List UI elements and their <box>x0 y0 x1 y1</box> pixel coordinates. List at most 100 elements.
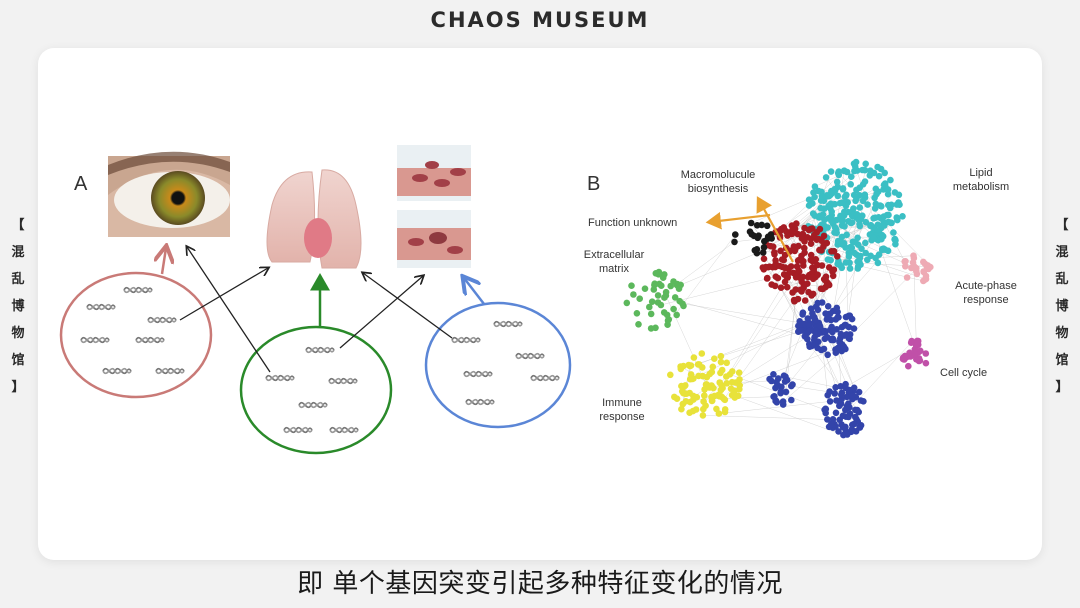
network-node <box>799 311 806 318</box>
blue-gene-group <box>424 301 572 429</box>
network-node <box>680 362 687 370</box>
network-node <box>843 431 851 438</box>
network-node <box>807 251 815 259</box>
network-node <box>913 267 920 275</box>
network-node <box>781 278 789 286</box>
network-node <box>633 310 641 317</box>
network-node <box>723 359 730 367</box>
network-node <box>730 392 737 399</box>
network-node <box>853 195 860 203</box>
network-node <box>796 274 804 281</box>
network-node <box>701 386 708 393</box>
network-node <box>828 217 835 225</box>
network-node <box>851 249 858 257</box>
network-node <box>840 343 848 351</box>
gene-effect-arrows <box>179 247 453 373</box>
network-node <box>673 311 680 319</box>
network-node <box>852 413 859 421</box>
macromolecule-arrow <box>756 196 794 263</box>
network-node <box>655 268 663 276</box>
network-node <box>728 378 736 386</box>
slide-card <box>38 48 1042 560</box>
network-node <box>825 264 833 271</box>
network-node <box>884 190 892 198</box>
network-node <box>830 248 838 255</box>
side-char: 物 <box>11 326 25 341</box>
dna-icon <box>493 320 523 328</box>
network-node <box>920 268 928 276</box>
network-edge <box>702 415 840 421</box>
network-node <box>837 212 844 220</box>
cluster-label-lipid-1: Lipid <box>969 167 992 179</box>
network-node <box>824 416 831 423</box>
network-node <box>848 426 856 433</box>
network-node <box>899 213 906 220</box>
network-node <box>891 235 899 243</box>
network-node <box>809 313 817 320</box>
network-node <box>771 393 778 400</box>
network-node <box>809 290 817 298</box>
network-node <box>883 211 891 219</box>
network-node <box>828 420 835 428</box>
network-node <box>905 362 912 370</box>
network-node <box>901 258 908 265</box>
network-node <box>832 409 840 417</box>
network-node <box>686 398 694 406</box>
network-node <box>686 409 693 417</box>
network-node <box>717 369 724 377</box>
network-node <box>800 257 807 265</box>
network-node <box>833 397 840 404</box>
network-node <box>788 382 795 390</box>
bracket-close: 】 <box>11 380 25 395</box>
network-node <box>828 208 835 215</box>
network-node <box>884 186 892 193</box>
network-node <box>859 197 867 205</box>
network-node <box>798 252 805 260</box>
network-node <box>675 285 683 293</box>
network-node <box>915 357 923 365</box>
dna-icon <box>155 367 185 375</box>
network-node <box>753 222 761 229</box>
network-node <box>892 240 899 248</box>
network-node <box>654 292 662 299</box>
network-node <box>657 301 665 309</box>
network-node <box>846 265 854 272</box>
network-node <box>771 251 778 258</box>
network-node <box>854 265 862 272</box>
network-node <box>862 218 870 226</box>
network-node <box>824 256 832 263</box>
network-node <box>706 370 713 378</box>
network-node <box>708 393 715 401</box>
network-node <box>799 230 807 238</box>
network-node <box>855 388 863 396</box>
network-node <box>767 231 775 238</box>
dna-icon <box>328 377 358 385</box>
network-node <box>709 363 717 371</box>
network-node <box>845 413 852 421</box>
side-char: 乱 <box>11 272 25 287</box>
network-node <box>840 240 848 247</box>
network-node <box>816 225 824 233</box>
network-node <box>829 272 837 280</box>
network-node <box>670 305 677 313</box>
network-node <box>920 258 927 266</box>
network-node <box>690 354 698 361</box>
network-node <box>825 281 833 289</box>
network-node <box>710 384 717 392</box>
network-node <box>835 428 842 435</box>
cluster-label-ecm-2: matrix <box>599 263 629 275</box>
cluster-label-function-unknown: Function unknown <box>588 217 677 229</box>
network-node <box>659 274 667 282</box>
network-node <box>687 362 695 369</box>
dna-icon <box>463 370 493 378</box>
bracket-open: 【 <box>1055 218 1069 233</box>
network-node <box>807 240 815 247</box>
network-node <box>829 328 836 336</box>
network-node <box>887 219 894 226</box>
network-node <box>856 204 864 211</box>
page-title: CHAOS MUSEUM <box>430 8 650 32</box>
eye-photo <box>108 151 230 237</box>
network-node <box>874 221 882 228</box>
side-char: 馆 <box>1055 353 1069 368</box>
network-node <box>801 224 808 232</box>
